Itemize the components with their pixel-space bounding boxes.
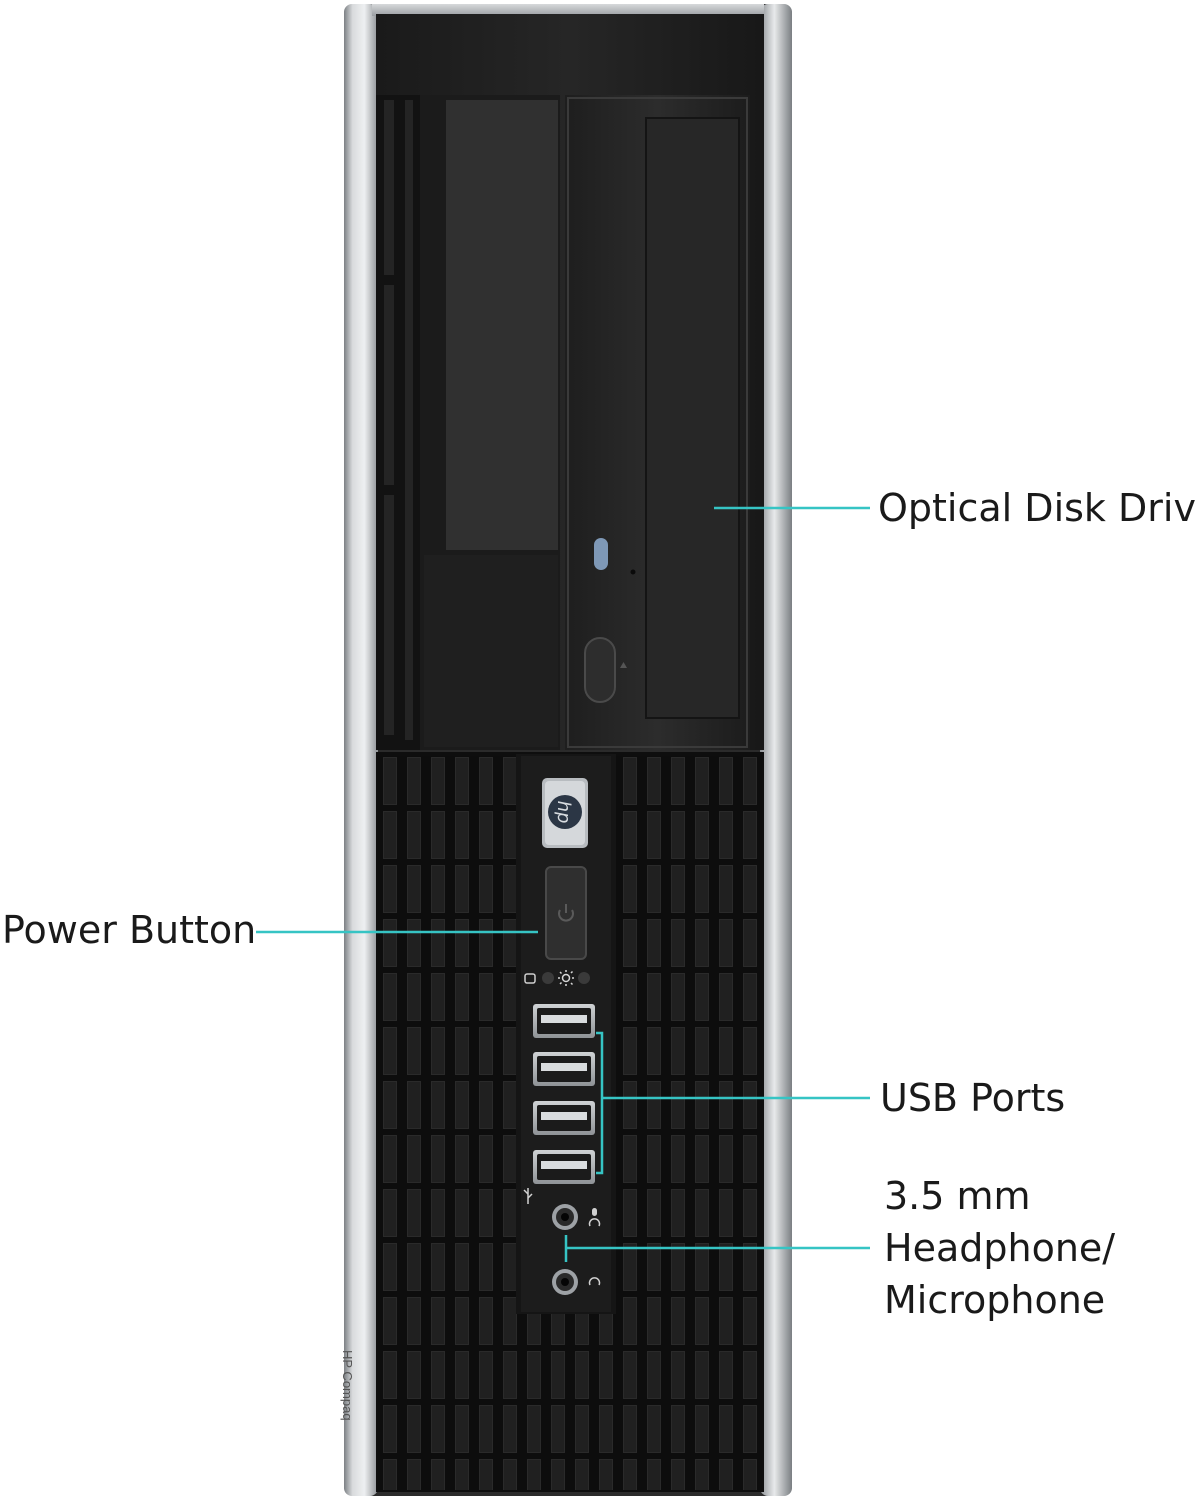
eject-icon	[620, 662, 627, 668]
audio-jacks-label: 3.5 mm Headphone/ Microphone	[884, 1170, 1184, 1326]
usb-bracket	[596, 1031, 604, 1175]
usb-ports-label: USB Ports	[880, 1076, 1066, 1120]
blank-bay-cover	[446, 100, 558, 550]
left-silver-trim	[344, 4, 378, 1496]
usb-icon	[523, 1188, 533, 1204]
audio-label-line-3: Microphone	[884, 1278, 1106, 1322]
usb-port-2	[533, 1052, 595, 1086]
headphone-jack	[552, 1269, 578, 1295]
emergency-eject-hole	[630, 569, 636, 575]
headphone-icon-top	[588, 1218, 601, 1227]
hdd-activity-icon	[524, 973, 536, 984]
left-vent-column	[376, 95, 420, 750]
audio-label-line-2: Headphone/	[884, 1226, 1116, 1270]
microphone-jack	[552, 1204, 578, 1230]
optical-disk-drive-label: Optical Disk Drive	[878, 486, 1196, 530]
svg-text:hp: hp	[553, 801, 574, 824]
usb-port-3	[533, 1101, 595, 1135]
power-led	[578, 972, 590, 984]
usb-port-4	[533, 1150, 595, 1184]
leader-lines	[256, 506, 870, 1262]
eject-button	[584, 637, 616, 703]
top-trim	[372, 4, 764, 16]
right-silver-trim	[760, 4, 792, 1496]
left-vent-slots	[384, 100, 413, 740]
power-button-label: Power Button	[2, 908, 257, 952]
headphone-icon	[588, 1277, 601, 1286]
power-icon	[558, 904, 574, 922]
usb-port-1	[533, 1004, 595, 1038]
drive-activity-led	[594, 538, 608, 570]
optical-tray	[645, 117, 740, 719]
lower-blank-cover	[424, 555, 558, 747]
hp-logo: hp	[542, 778, 588, 848]
power-led-icon	[558, 970, 574, 986]
hdd-led	[542, 972, 554, 984]
microphone-icon	[592, 1208, 597, 1216]
audio-label-line-1: 3.5 mm	[884, 1174, 1031, 1218]
hp-compaq-side-text: HP Compaq	[340, 1350, 355, 1421]
